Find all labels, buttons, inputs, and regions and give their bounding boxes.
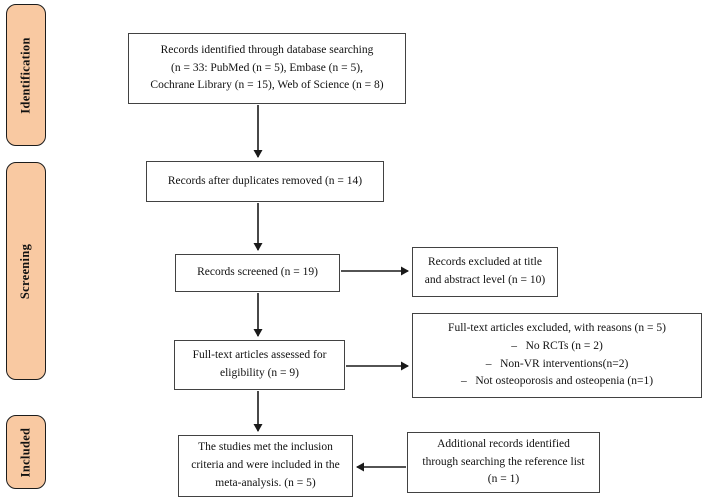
box-additional-records-text: Additional records identified through se… (422, 437, 585, 486)
box-additional-records: Additional records identified through se… (407, 432, 600, 493)
stage-label-screening: Screening (6, 162, 46, 380)
box-records-screened: Records screened (n = 19) (175, 254, 340, 292)
box-fulltext-excluded: Full-text articles excluded, with reason… (412, 313, 702, 398)
box-records-identified: Records identified through database sear… (128, 33, 406, 104)
box-included-studies: The studies met the inclusion criteria a… (178, 435, 353, 497)
box-records-screened-text: Records screened (n = 19) (197, 266, 318, 279)
stage-label-text: Screening (18, 243, 33, 299)
box-excluded-title-abstract-text: Records excluded at title and abstract l… (424, 256, 546, 286)
box-included-studies-text: The studies met the inclusion criteria a… (191, 441, 340, 489)
box-fulltext-excluded-text: Full-text articles excluded, with reason… (448, 321, 666, 388)
stage-label-text: Included (18, 427, 33, 477)
stage-label-identification: Identification (6, 4, 46, 146)
box-duplicates-removed: Records after duplicates removed (n = 14… (146, 161, 384, 202)
box-records-identified-text: Records identified through database sear… (150, 43, 384, 92)
stage-label-included: Included (6, 415, 46, 489)
box-fulltext-assessed-text: Full-text articles assessed for eligibil… (192, 349, 327, 379)
stage-label-text: Identification (18, 36, 33, 114)
box-fulltext-assessed: Full-text articles assessed for eligibil… (174, 340, 345, 390)
box-duplicates-removed-text: Records after duplicates removed (n = 14… (167, 174, 363, 187)
box-excluded-title-abstract: Records excluded at title and abstract l… (412, 247, 558, 297)
